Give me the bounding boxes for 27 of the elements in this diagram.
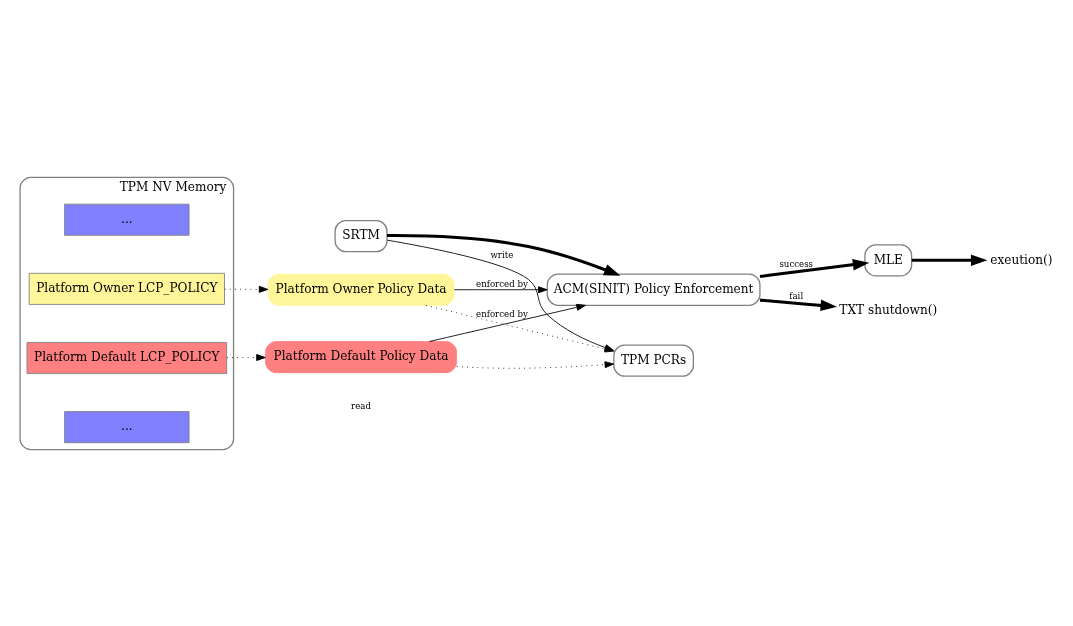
arrow	[453, 285, 548, 293]
node-box: ACM(SINIT) Policy Enforcement	[546, 273, 761, 306]
node-box: SRTM	[334, 219, 388, 252]
arrow	[387, 233, 621, 276]
node-box: ...	[64, 410, 190, 443]
node-text: TXT shutdown()	[839, 302, 938, 317]
node-text: exeution()	[990, 252, 1053, 267]
arrow	[226, 353, 266, 361]
edge-label: fail	[789, 290, 804, 301]
arrow	[911, 254, 988, 266]
node-box: Platform Owner Policy Data	[267, 273, 455, 306]
arrow	[428, 303, 586, 342]
node-box: Platform Default Policy Data	[265, 340, 457, 373]
node-box: MLE	[864, 243, 913, 277]
node-box: Platform Default LCP_POLICY	[26, 341, 228, 374]
node-box: ...	[64, 203, 190, 236]
edge-label: success	[779, 258, 814, 269]
node-box: Platform Owner LCP_POLICY	[28, 272, 225, 305]
label: read	[351, 400, 371, 411]
node-box: TPM PCRs	[613, 343, 694, 377]
arrow	[759, 298, 838, 311]
edge-label: write	[490, 249, 514, 260]
arrow	[759, 258, 870, 278]
edge-label: enforced by	[476, 278, 528, 289]
arrow	[224, 285, 269, 293]
arrow	[456, 360, 615, 369]
edge-label: enforced by	[476, 308, 528, 319]
